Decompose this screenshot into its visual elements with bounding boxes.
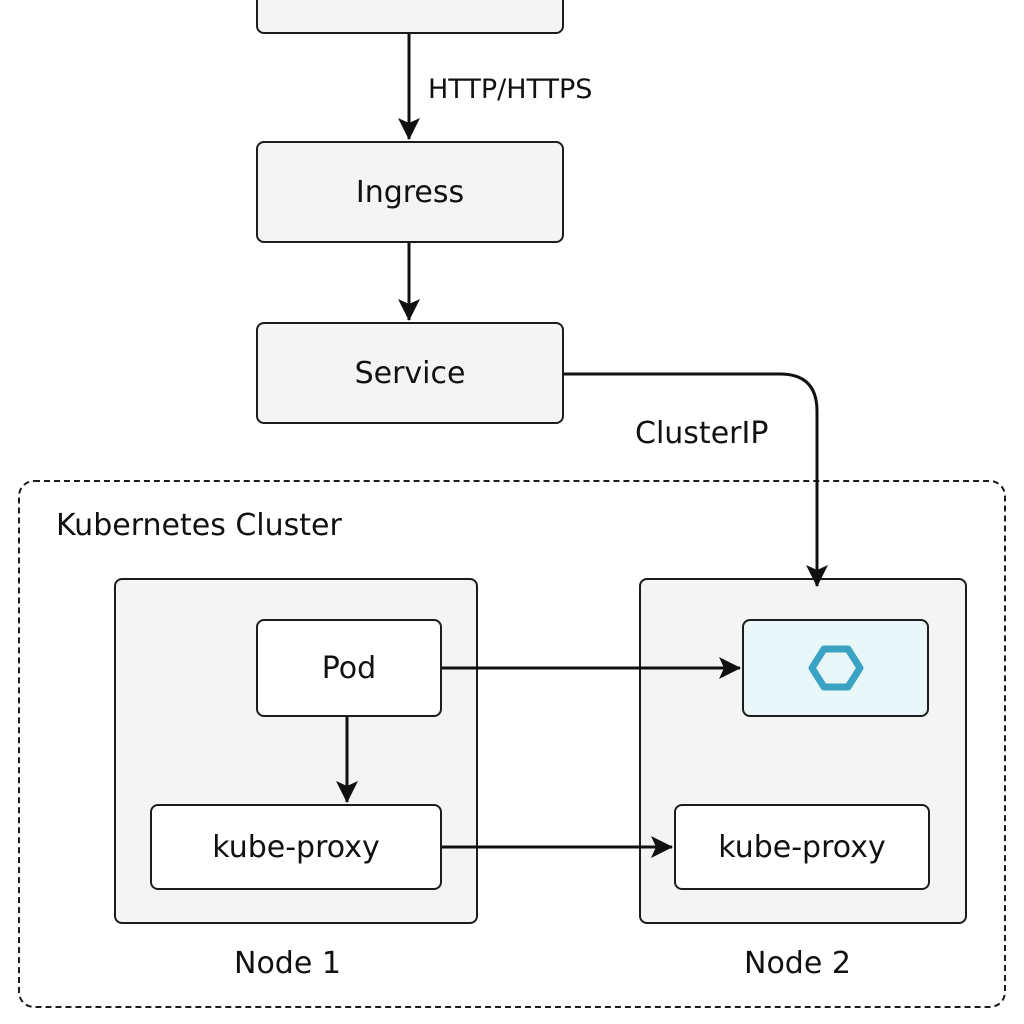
hexagon-icon [808,645,863,691]
service-label: Service [354,355,466,391]
kube-proxy-node2[interactable]: kube-proxy [674,804,930,890]
kube-proxy-label-node1: kube-proxy [212,829,380,865]
ingress-box[interactable]: Ingress [256,141,564,243]
node-2-label: Node 2 [744,946,851,981]
kube-proxy-node1[interactable]: kube-proxy [150,804,442,890]
kubernetes-cluster-boundary [18,480,1006,1008]
ingress-label: Ingress [355,174,465,210]
pod-box[interactable]: Pod [256,619,442,717]
client-box[interactable] [256,0,564,34]
http-https-label: HTTP/HTTPS [428,74,593,105]
pod-label: Pod [321,650,377,686]
target-pod-box[interactable] [742,619,929,717]
arrow-service-to-node2 [564,372,828,587]
cluster-title: Kubernetes Cluster [56,508,342,543]
kube-proxy-label-node2: kube-proxy [718,829,886,865]
node-1-label: Node 1 [234,946,341,981]
service-box[interactable]: Service [256,322,564,424]
clusterip-label: ClusterIP [635,416,769,451]
